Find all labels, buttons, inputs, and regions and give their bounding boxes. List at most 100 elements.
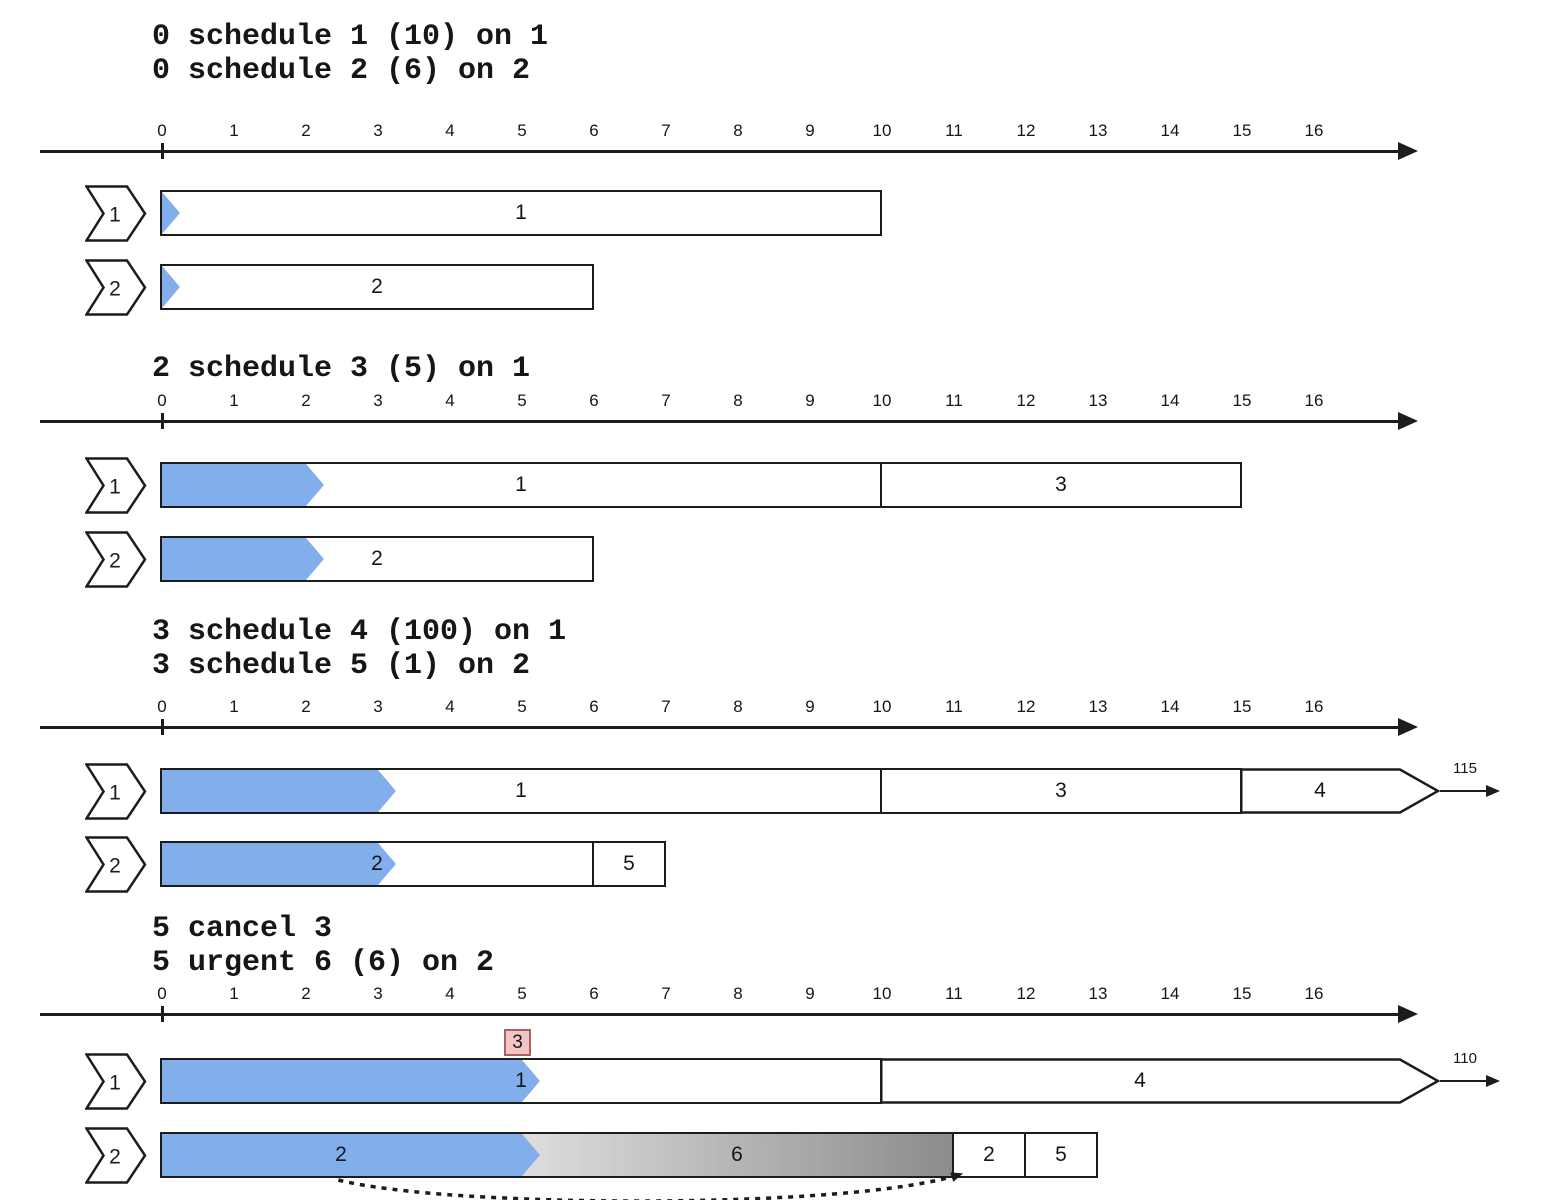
- task-label: 3: [1055, 779, 1067, 802]
- machine-chevron: 2: [85, 531, 147, 588]
- task-label: 2: [371, 275, 383, 298]
- timeline-axis-line: [40, 1013, 1402, 1016]
- progress-fill: [162, 464, 324, 506]
- task-label: 2: [371, 547, 383, 570]
- axis-tick-label: 16: [1304, 984, 1324, 1003]
- axis-tick-label: 15: [1232, 121, 1252, 140]
- task-label: 2: [335, 1143, 347, 1166]
- axis-tick-label: 11: [945, 121, 963, 140]
- axis-tick-label: 8: [733, 984, 743, 1003]
- axis-tick-label: 2: [301, 391, 311, 410]
- task-bar-segment: [1024, 1132, 1098, 1178]
- task-label: 1: [515, 1069, 527, 1092]
- axis-tick-label: 15: [1232, 984, 1252, 1003]
- machine-chevron: 2: [85, 1127, 147, 1184]
- axis-tick-label: 10: [872, 391, 892, 410]
- axis-tick-label: 5: [517, 697, 527, 716]
- machine-chevron: 1: [85, 1053, 147, 1110]
- axis-origin-tick: [161, 1006, 164, 1022]
- axis-tick-label: 11: [945, 984, 963, 1003]
- axis-tick-label: 14: [1160, 984, 1180, 1003]
- timeline-axis-arrow-icon: [1398, 718, 1418, 736]
- task-bar-segment: [592, 841, 666, 887]
- task-label: 5: [623, 852, 635, 875]
- axis-tick-label: 12: [1016, 984, 1036, 1003]
- axis-tick-label: 7: [661, 697, 671, 716]
- progress-fill: [162, 770, 396, 812]
- task-bar-segment: [160, 264, 594, 310]
- machine-label: 2: [109, 855, 121, 878]
- axis-tick-label: 0: [157, 984, 167, 1003]
- timeline-axis-arrow-icon: [1398, 1005, 1418, 1023]
- axis-tick-label: 3: [373, 121, 383, 140]
- timeline-axis-line: [40, 150, 1402, 153]
- axis-tick-label: 16: [1304, 391, 1324, 410]
- event-line: 5 urgent 6 (6) on 2: [152, 946, 495, 980]
- axis-tick-label: 13: [1088, 121, 1108, 140]
- task-label: 6: [731, 1143, 743, 1166]
- axis-tick-label: 4: [445, 391, 455, 410]
- timeline-axis-arrow-icon: [1398, 412, 1418, 430]
- axis-tick-label: 14: [1160, 121, 1180, 140]
- axis-tick-label: 1: [229, 984, 239, 1003]
- axis-tick-label: 14: [1160, 697, 1180, 716]
- machine-chevron: 2: [85, 259, 147, 316]
- timeline-axis-line: [40, 726, 1402, 729]
- axis-tick-label: 2: [301, 984, 311, 1003]
- axis-tick-label: 1: [229, 697, 239, 716]
- event-line: 5 cancel 3: [152, 912, 333, 946]
- axis-tick-label: 15: [1232, 697, 1252, 716]
- axis-tick-label: 4: [445, 697, 455, 716]
- task-bar-segment: [952, 1132, 1026, 1178]
- axis-tick-label: 6: [589, 391, 599, 410]
- axis-tick-label: 2: [301, 121, 311, 140]
- axis-tick-label: 13: [1088, 984, 1108, 1003]
- overflow-arrow-icon: [1440, 1075, 1500, 1087]
- axis-tick-label: 5: [517, 984, 527, 1003]
- move-arrow: [337, 1172, 964, 1200]
- axis-tick-label: 10: [872, 121, 892, 140]
- timeline-axis-line: [40, 420, 1402, 423]
- axis-tick-label: 3: [373, 391, 383, 410]
- axis-tick-label: 2: [301, 697, 311, 716]
- cancel-marker: 3: [504, 1029, 531, 1056]
- axis-tick-label: 14: [1160, 391, 1180, 410]
- machine-label: 1: [109, 476, 121, 499]
- overflow-arrow-icon: [1440, 785, 1500, 797]
- axis-tick-label: 7: [661, 391, 671, 410]
- event-line: 0 schedule 2 (6) on 2: [152, 54, 531, 88]
- axis-tick-label: 9: [805, 391, 815, 410]
- overflow-end-label: 110: [1453, 1050, 1477, 1067]
- axis-tick-label: 4: [445, 984, 455, 1003]
- event-line: 3 schedule 5 (1) on 2: [152, 649, 531, 683]
- timeline-axis-arrow-icon: [1398, 142, 1418, 160]
- axis-tick-label: 12: [1016, 697, 1036, 716]
- axis-tick-label: 11: [945, 391, 963, 410]
- task-bar-segment-pointed: [880, 1058, 1440, 1104]
- event-line: 0 schedule 1 (10) on 1: [152, 20, 549, 54]
- axis-origin-tick: [161, 719, 164, 735]
- axis-tick-label: 13: [1088, 697, 1108, 716]
- task-label: 4: [1134, 1069, 1146, 1092]
- axis-tick-label: 6: [589, 984, 599, 1003]
- axis-tick-label: 16: [1304, 697, 1324, 716]
- axis-tick-label: 9: [805, 984, 815, 1003]
- axis-tick-label: 1: [229, 121, 239, 140]
- axis-tick-label: 4: [445, 121, 455, 140]
- axis-tick-label: 16: [1304, 121, 1324, 140]
- axis-tick-label: 5: [517, 391, 527, 410]
- axis-origin-tick: [161, 413, 164, 429]
- axis-tick-label: 7: [661, 121, 671, 140]
- axis-tick-label: 9: [805, 697, 815, 716]
- axis-tick-label: 8: [733, 121, 743, 140]
- machine-chevron: 1: [85, 457, 147, 514]
- axis-tick-label: 8: [733, 697, 743, 716]
- machine-label: 1: [109, 204, 121, 227]
- task-bar-segment-pointed: [1240, 768, 1440, 814]
- axis-tick-label: 9: [805, 121, 815, 140]
- machine-chevron: 1: [85, 763, 147, 820]
- task-label: 3: [1055, 473, 1067, 496]
- axis-tick-label: 0: [157, 121, 167, 140]
- axis-tick-label: 3: [373, 984, 383, 1003]
